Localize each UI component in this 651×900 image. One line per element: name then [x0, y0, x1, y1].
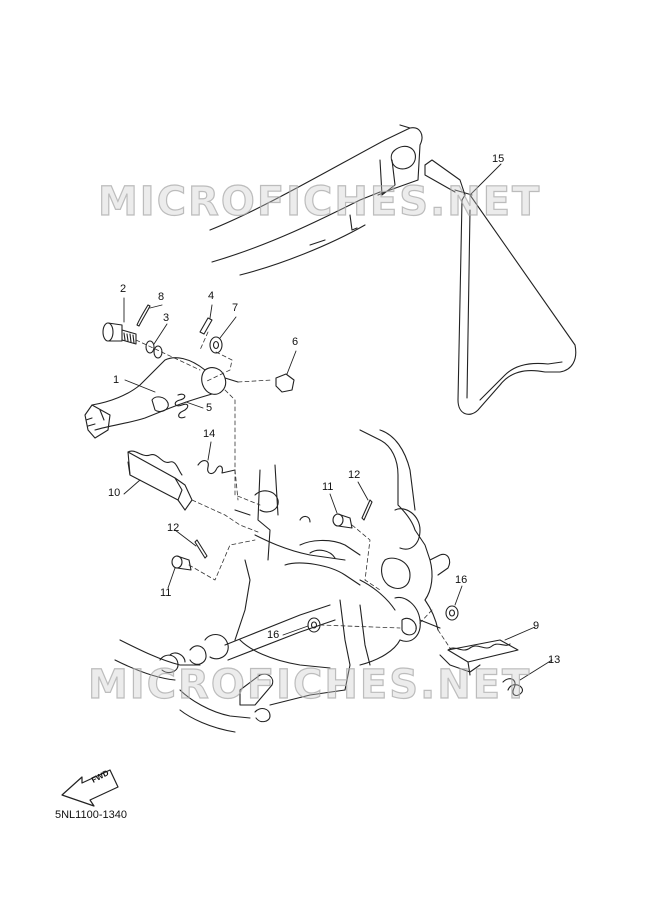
label-9: 9	[533, 620, 540, 632]
upper-frame	[209, 124, 423, 276]
clip-part-6	[275, 373, 295, 393]
label-leaders	[123, 163, 553, 681]
label-2: 2	[120, 283, 127, 295]
spring-part-14	[197, 460, 236, 475]
label-15: 15	[492, 153, 505, 165]
label-12-b: 12	[167, 522, 180, 534]
spring-part-13	[502, 678, 523, 697]
label-12-a: 12	[348, 469, 361, 481]
pin-part-8	[136, 304, 151, 327]
label-8: 8	[158, 291, 165, 303]
watermark-bottom: MICROFICHES.NET	[87, 662, 532, 708]
label-7: 7	[232, 302, 239, 314]
watermark-top: MICROFICHES.NET	[97, 179, 542, 225]
label-4: 4	[208, 290, 215, 302]
bolt-part-2	[102, 322, 137, 345]
footrest-part-10	[127, 450, 193, 511]
nut-part-16-a	[445, 605, 459, 621]
fwd-arrow-icon	[61, 769, 119, 807]
label-6: 6	[292, 336, 299, 348]
label-11-b: 11	[160, 587, 172, 599]
bolt-part-11-a	[332, 513, 353, 529]
assembly-lines	[135, 331, 451, 649]
nut-part-16-b	[307, 617, 321, 633]
label-13: 13	[548, 654, 561, 666]
label-3: 3	[163, 312, 170, 324]
label-11-a: 11	[322, 481, 334, 493]
label-16-b: 16	[267, 629, 280, 641]
washer-part-7	[209, 336, 223, 354]
label-1: 1	[113, 374, 120, 386]
label-14: 14	[203, 428, 216, 440]
diagram-code: 5NL1100-1340	[55, 809, 127, 821]
pin-part-12-a	[361, 499, 373, 521]
brake-pedal-part-1	[84, 357, 239, 439]
footrest-part-9	[439, 639, 519, 676]
spring-part-5	[174, 393, 189, 419]
side-stand	[424, 159, 577, 415]
bolt-part-11-b	[171, 555, 192, 571]
label-5: 5	[206, 402, 213, 414]
cotter-pin-part-4	[199, 317, 213, 335]
label-16-a: 16	[455, 574, 468, 586]
pin-part-12-b	[194, 539, 208, 559]
label-10: 10	[108, 487, 121, 499]
lower-frame	[114, 429, 451, 733]
